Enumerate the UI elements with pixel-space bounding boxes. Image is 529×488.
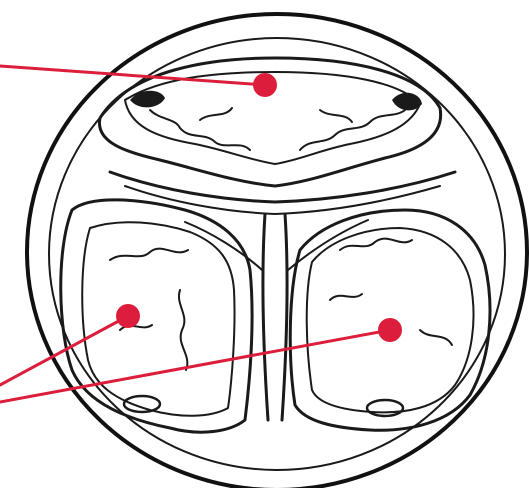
right-ovule-seed bbox=[367, 400, 403, 416]
left-locule bbox=[61, 200, 252, 432]
marker-left-locule bbox=[116, 304, 140, 328]
marker-upper-locule bbox=[253, 73, 277, 97]
left-ovule-seed bbox=[124, 396, 160, 412]
leader-line-upper bbox=[0, 66, 265, 85]
marker-right-locule bbox=[378, 318, 402, 342]
upper-right-placenta bbox=[392, 93, 422, 111]
outer-ovary-wall bbox=[27, 14, 527, 488]
